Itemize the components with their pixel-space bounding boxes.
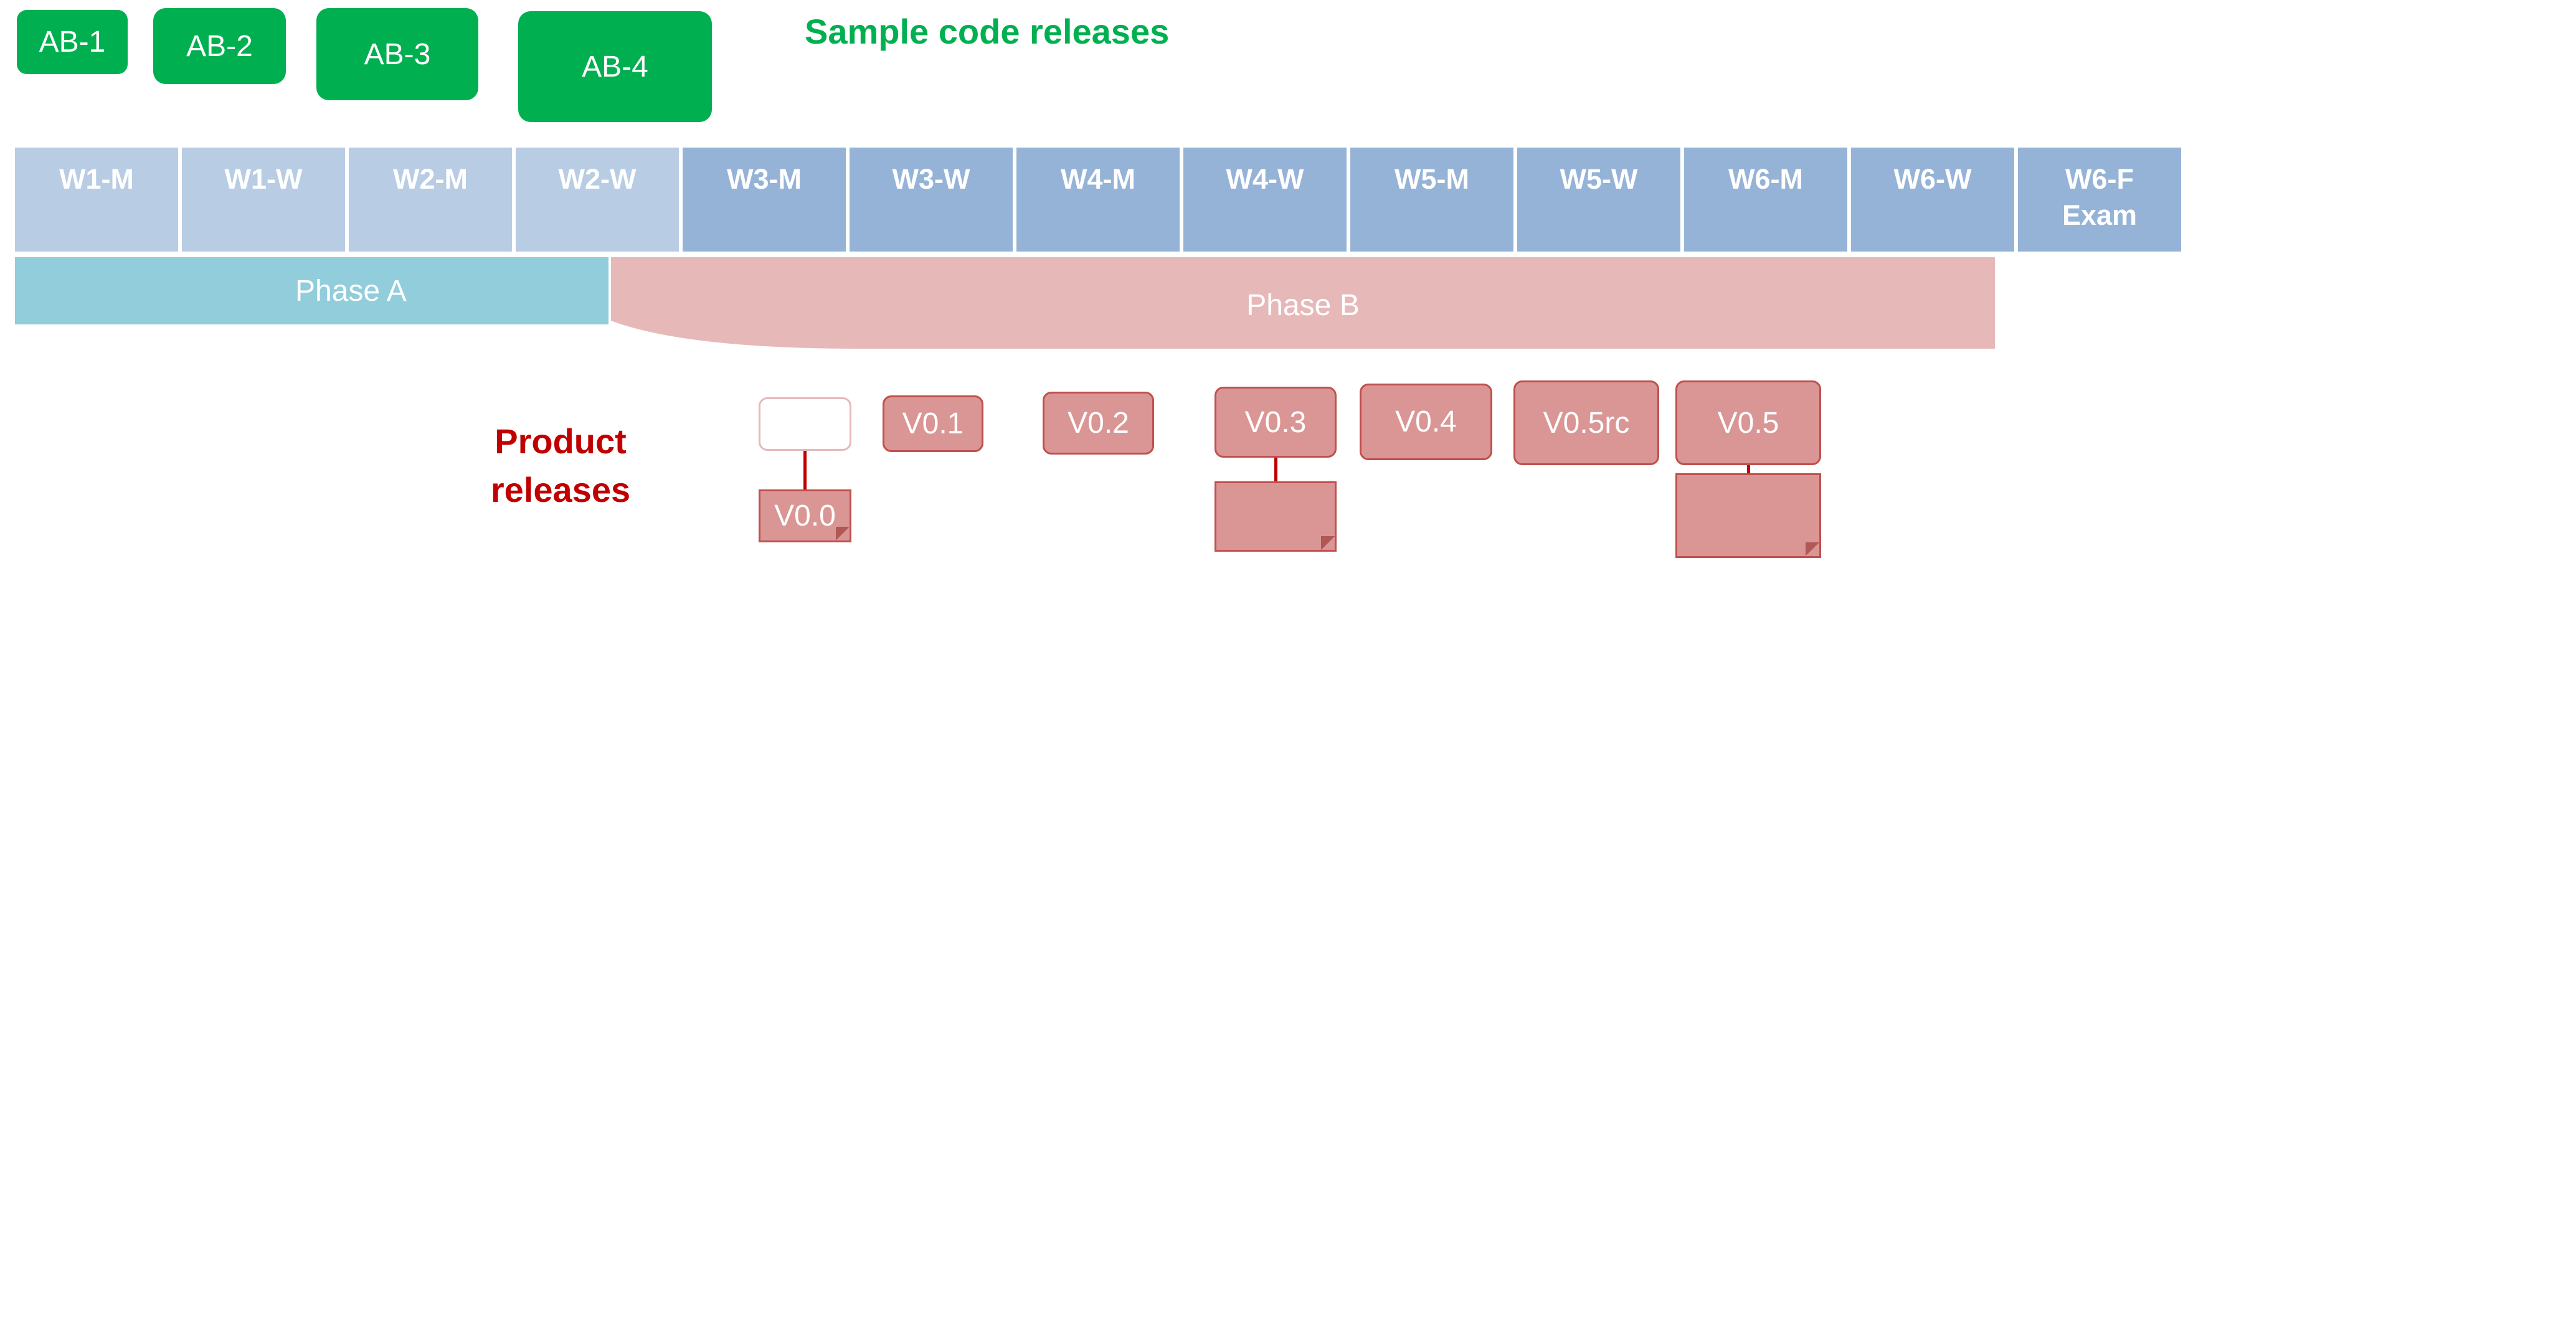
week-cell: W3-M: [683, 148, 846, 252]
folded-corner: [1321, 536, 1335, 550]
sample-release-ab-2: AB-2: [153, 8, 286, 84]
release-note-v0-0: V0.0: [759, 489, 851, 542]
product-releases-title: Product releases: [480, 417, 642, 514]
week-cell: W5-M: [1350, 148, 1513, 252]
product-releases-title-line1: Product: [495, 422, 627, 461]
release-note-label: V0.0: [774, 499, 836, 532]
phase-b-label: Phase B: [1246, 288, 1360, 322]
week-label: W4-M: [1061, 163, 1135, 195]
sample-code-releases-title: Sample code releases: [805, 12, 1170, 51]
week-cell: W6-F Exam: [2018, 148, 2181, 252]
version-box-v0-5: V0.5: [1675, 380, 1821, 465]
week-cell: W3-W: [850, 148, 1013, 252]
phase-a-label: Phase A: [295, 274, 407, 308]
week-cell: W2-W: [516, 148, 679, 252]
sample-release-ab-4: AB-4: [518, 11, 712, 122]
version-box-v0-3: V0.3: [1215, 387, 1337, 458]
version-box-empty: [759, 397, 851, 451]
week-label: W2-M: [393, 163, 468, 195]
week-cell: W6-M: [1684, 148, 1847, 252]
version-box-v0-1: V0.1: [883, 395, 983, 452]
week-cell: W1-M: [15, 148, 178, 252]
folded-corner: [1806, 542, 1819, 556]
week-label: W6-M: [1728, 163, 1803, 195]
week-label: W2-W: [558, 163, 637, 195]
week-label: W5-W: [1560, 163, 1638, 195]
week-label: W1-M: [59, 163, 134, 195]
release-note-v0-5: [1675, 473, 1821, 558]
version-box-v0-4: V0.4: [1360, 384, 1492, 460]
week-label: W4-W: [1226, 163, 1304, 195]
week-label: W3-W: [892, 163, 970, 195]
week-cell: W4-W: [1183, 148, 1347, 252]
week-label: W1-W: [224, 163, 303, 195]
version-box-v0-2: V0.2: [1043, 392, 1154, 455]
sample-release-ab-1: AB-1: [17, 10, 128, 74]
connector-line: [803, 448, 807, 493]
connector-line: [1274, 456, 1277, 484]
week-label: W6-F: [2065, 163, 2134, 195]
version-box-v0-5rc: V0.5rc: [1513, 380, 1659, 465]
week-cell: W2-M: [349, 148, 512, 252]
sample-release-ab-3: AB-3: [316, 8, 478, 100]
week-cell: W4-M: [1016, 148, 1180, 252]
folded-corner: [836, 527, 850, 540]
week-label: W3-M: [727, 163, 802, 195]
connector-line: [1747, 462, 1750, 476]
week-sublabel: Exam: [2062, 199, 2138, 231]
week-cell: W6-W: [1851, 148, 2014, 252]
week-cell: W1-W: [182, 148, 345, 252]
week-cell: W5-W: [1517, 148, 1680, 252]
week-label: W6-W: [1893, 163, 1972, 195]
phase-a-bar: [15, 257, 608, 324]
release-note-v0-3: [1215, 481, 1337, 552]
week-label: W5-M: [1395, 163, 1469, 195]
product-releases-title-line2: releases: [490, 470, 631, 509]
